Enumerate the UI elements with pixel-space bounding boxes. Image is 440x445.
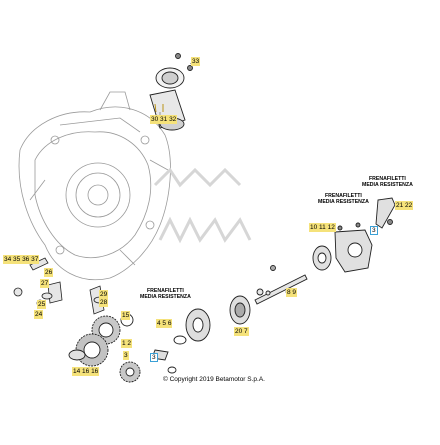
part-label-10-11-12: 10 11 12 — [309, 223, 336, 232]
engine-case — [18, 91, 171, 281]
part-label-21-22: 21 22 — [395, 201, 414, 210]
copyright-text: © Copyright 2019 Betamotor S.p.A. — [163, 376, 265, 383]
part-label-33: 33 — [191, 57, 201, 66]
part-label-15: 15 — [121, 311, 131, 320]
part-label-14-16-16: 14 16 16 — [72, 367, 100, 376]
gear-parts — [68, 313, 141, 383]
part-label-4-5-6: 4 5 6 — [156, 319, 173, 328]
part-label-3-mid: 3 — [150, 353, 158, 362]
pump-shaft — [254, 265, 308, 305]
threadlocker-note-left: FRENAFILETTI MEDIA RESISTENZA — [140, 288, 191, 300]
part-label-30-31-32: 30 31 32 — [150, 115, 178, 124]
part-label-28: 28 — [99, 298, 109, 307]
part-label-1-2: 1 2 — [121, 339, 133, 348]
part-label-26: 26 — [44, 268, 54, 277]
pump-parts — [151, 295, 251, 374]
watermark-logo — [153, 167, 252, 244]
part-label-27: 27 — [40, 279, 50, 288]
part-label-29: 29 — [99, 290, 109, 299]
part-label-8-9: 8 9 — [286, 288, 298, 297]
pump-housing — [312, 197, 396, 273]
threadlocker-note-mid: FRENAFILETTI MEDIA RESISTENZA — [318, 193, 369, 205]
part-label-3-left: 3 — [123, 351, 129, 360]
threadlocker-note-right: FRENAFILETTI MEDIA RESISTENZA — [362, 176, 413, 188]
part-label-25: 25 — [37, 300, 47, 309]
part-label-34-35-36-37: 34 35 36 37 — [3, 255, 40, 264]
part-label-24: 24 — [34, 310, 44, 319]
part-label-20-7: 20 7 — [234, 327, 249, 336]
part-label-3-right: 3 — [370, 226, 378, 235]
